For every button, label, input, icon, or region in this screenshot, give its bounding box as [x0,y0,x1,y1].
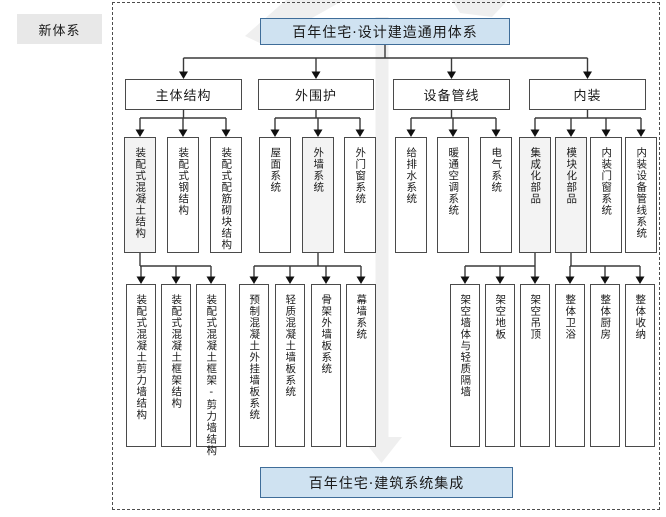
level4-subsystem-box-1-1-1-label: 轻质混凝土墙板系统 [284,294,297,398]
level4-subsystem-box-3-0-2-label: 架空吊顶 [529,294,542,340]
level3-system-box-1-0: 屋面系统 [259,137,291,253]
level2-branch-box-1-label: 外围护 [294,89,337,104]
level4-subsystem-box-3-1-2-label: 整体收纳 [634,294,647,340]
level3-system-box-0-1-label: 装配式钢结构 [177,147,190,216]
level4-subsystem-box-1-1-0-label: 预制混凝土外挂墙板系统 [248,294,261,421]
level3-system-box-2-1-label: 暖通空调系统 [447,147,460,216]
level2-branch-box-0: 主体结构 [125,79,242,110]
level3-system-box-0-0-label: 装配式混凝土结构 [134,147,147,239]
level2-branch-box-1: 外围护 [258,79,374,110]
level3-system-box-3-2: 内装门窗系统 [590,137,622,253]
level4-subsystem-box-1-1-2: 骨架外墙板系统 [311,284,341,447]
level4-subsystem-box-0-0-2: 装配式混凝土框架-剪力墙结构 [196,284,226,457]
level3-system-box-1-2-label: 外门窗系统 [354,147,367,205]
level4-subsystem-box-3-1-0-label: 整体卫浴 [564,294,577,340]
level4-subsystem-box-3-0-1-label: 架空地板 [494,294,507,340]
level3-system-box-2-1: 暖通空调系统 [437,137,469,253]
system-tag: 新体系 [17,14,102,44]
level3-system-box-0-2: 装配式配筋砌块结构 [210,137,242,253]
level3-system-box-3-1: 模块化部品 [555,137,587,253]
level3-system-box-1-0-label: 屋面系统 [269,147,282,193]
level4-subsystem-box-3-0-2: 架空吊顶 [520,284,550,447]
level4-subsystem-box-0-0-0: 装配式混凝土剪力墙结构 [126,284,156,447]
system-tag-label: 新体系 [38,23,81,39]
level3-system-box-1-1-label: 外墙系统 [312,147,325,193]
level4-subsystem-box-1-1-1: 轻质混凝土墙板系统 [275,284,305,447]
level3-system-box-1-2: 外门窗系统 [344,137,376,253]
level2-branch-box-2-label: 设备管线 [423,89,480,104]
level4-subsystem-box-3-0-1: 架空地板 [485,284,515,447]
level4-subsystem-box-3-1-2: 整体收纳 [625,284,655,447]
level3-system-box-3-2-label: 内装门窗系统 [600,147,613,216]
integration-node-label: 百年住宅·建筑系统集成 [308,475,465,492]
level4-subsystem-box-1-1-2-label: 骨架外墙板系统 [320,294,333,375]
level3-system-box-1-1: 外墙系统 [302,137,334,253]
level2-branch-box-0-label: 主体结构 [155,89,212,104]
level4-subsystem-box-3-1-0: 整体卫浴 [555,284,585,447]
level3-system-box-0-1: 装配式钢结构 [167,137,199,253]
level3-system-box-2-2: 电气系统 [480,137,512,253]
level4-subsystem-box-0-0-1: 装配式混凝土框架结构 [161,284,191,447]
root-node: 百年住宅·设计建造通用体系 [260,18,510,45]
level3-system-box-3-0-label: 集成化部品 [529,147,542,205]
dashed-boundary [112,2,660,510]
level4-subsystem-box-3-0-0-label: 架空墙体与轻质隔墙 [459,294,472,398]
level2-branch-box-3-label: 内装 [573,89,602,104]
level2-branch-box-2: 设备管线 [393,79,510,110]
level3-system-box-3-3: 内装设备管线系统 [625,137,657,253]
level4-subsystem-box-0-0-2-label: 装配式混凝土框架-剪力墙结构 [205,294,218,457]
integration-node: 百年住宅·建筑系统集成 [260,467,513,498]
level3-system-box-3-0: 集成化部品 [519,137,551,253]
level3-system-box-0-2-label: 装配式配筋砌块结构 [220,147,233,251]
root-node-label: 百年住宅·设计建造通用体系 [292,24,478,41]
level4-subsystem-box-1-1-3-label: 幕墙系统 [355,294,368,340]
level3-system-box-2-0-label: 给排水系统 [405,147,418,205]
level4-subsystem-box-3-1-1: 整体厨房 [590,284,620,447]
level4-subsystem-box-3-0-0: 架空墙体与轻质隔墙 [450,284,480,447]
level4-subsystem-box-3-1-1-label: 整体厨房 [599,294,612,340]
level4-subsystem-box-1-1-3: 幕墙系统 [346,284,376,447]
level4-subsystem-box-0-0-1-label: 装配式混凝土框架结构 [170,294,183,409]
level3-system-box-2-2-label: 电气系统 [490,147,503,193]
level2-branch-box-3: 内装 [529,79,646,110]
level4-subsystem-box-0-0-0-label: 装配式混凝土剪力墙结构 [135,294,148,421]
level3-system-box-3-3-label: 内装设备管线系统 [635,147,648,239]
level3-system-box-3-1-label: 模块化部品 [565,147,578,205]
level3-system-box-0-0: 装配式混凝土结构 [124,137,156,253]
level4-subsystem-box-1-1-0: 预制混凝土外挂墙板系统 [239,284,269,447]
level3-system-box-2-0: 给排水系统 [395,137,427,253]
